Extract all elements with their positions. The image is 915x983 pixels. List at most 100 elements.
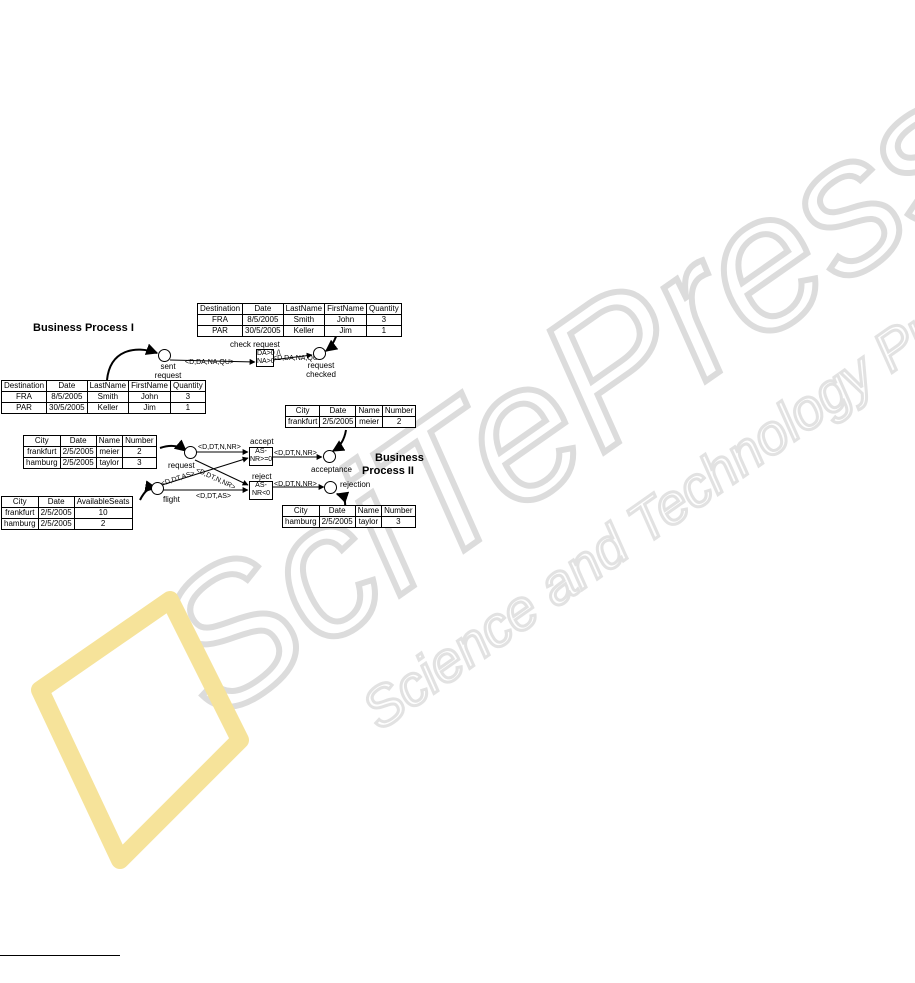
table-header-cell: AvailableSeats <box>73 496 133 508</box>
place-sent-request-label: sent request <box>154 362 182 380</box>
table-cell: 30/5/2005 <box>46 402 88 414</box>
table-row: PAR 30/5/2005 Keller Jim 1 <box>196 325 402 337</box>
table-header-cell: LastName <box>282 303 326 315</box>
place-flight-label: flight <box>163 495 180 504</box>
table-cell: meier <box>95 446 124 458</box>
table-header-cell: Name <box>95 435 124 447</box>
arc-in-label: <D,DA,NA,QU> <box>185 359 235 366</box>
transition-check-request-label: check request <box>230 340 280 349</box>
transition-check-request: DA>0 /\ NA>0 <box>256 349 281 367</box>
place-rejection <box>324 481 337 494</box>
arc-out-label: <D,DA,NA,QU> <box>273 355 323 362</box>
table-header-row: City Date AvailableSeats <box>1 496 133 508</box>
table-header-row: City Date Name Number <box>282 505 416 517</box>
table-header-cell: Date <box>37 496 75 508</box>
table-cell: John <box>128 391 171 403</box>
table-header-cell: City <box>284 405 321 417</box>
bp2-title-line2: Process II <box>362 465 414 477</box>
table-cell: 2 <box>381 416 417 428</box>
arc-accept-out-label: <D,DT,N,NR> <box>274 450 317 457</box>
table-row: frankfurt 2/5/2005 meier 2 <box>23 446 157 458</box>
bp1-title: Business Process I <box>33 322 134 334</box>
place-acceptance <box>323 450 336 463</box>
table-cell: frankfurt <box>284 416 321 428</box>
guard-line: AS- <box>255 448 267 455</box>
table-cell: 1 <box>365 325 402 337</box>
table-cell: hamburg <box>282 516 320 528</box>
table-row: frankfurt 2/5/2005 meier 2 <box>284 416 417 428</box>
bp2-flight-table: City Date AvailableSeats frankfurt 2/5/2… <box>1 496 133 530</box>
place-request-checked-label: request checked <box>306 361 336 379</box>
table-cell: FRA <box>0 391 48 403</box>
table-header-cell: Date <box>319 405 357 417</box>
table-cell: PAR <box>196 325 244 337</box>
table-cell: Keller <box>282 325 326 337</box>
table-header-cell: FirstName <box>128 380 171 392</box>
table-cell: hamburg <box>23 457 61 469</box>
table-header-row: Destination Date LastName FirstName Quan… <box>196 303 402 315</box>
place-sent-request <box>158 349 171 362</box>
place-rejection-label: rejection <box>340 480 371 489</box>
table-cell: 10 <box>73 507 133 519</box>
table-cell: Jim <box>324 325 367 337</box>
table-cell: FRA <box>196 314 244 326</box>
table-cell: Keller <box>86 402 130 414</box>
table-cell: Smith <box>86 391 130 403</box>
table-cell: 2/5/2005 <box>319 416 357 428</box>
arc-reject-out-label: <D,DT,N,NR> <box>274 481 317 488</box>
transition-reject-label: reject <box>252 472 272 481</box>
table-header-cell: City <box>282 505 320 517</box>
table-cell: 3 <box>122 457 157 469</box>
table-row: PAR 30/5/2005 Keller Jim 1 <box>0 402 206 414</box>
table-header-cell: City <box>23 435 61 447</box>
table-header-cell: Quantity <box>365 303 402 315</box>
guard-line: DA>0 /\ <box>257 350 281 357</box>
table-cell: taylor <box>354 516 383 528</box>
place-request <box>184 446 197 459</box>
watermark-emblem <box>31 591 249 869</box>
table-cell: 2/5/2005 <box>59 457 97 469</box>
table-cell: 8/5/2005 <box>46 391 88 403</box>
arc-flight-to-accept <box>161 456 249 486</box>
table-cell: frankfurt <box>1 507 39 519</box>
table-cell: hamburg <box>1 518 39 530</box>
table-cell: frankfurt <box>23 446 61 458</box>
table-cell: 30/5/2005 <box>242 325 284 337</box>
table-cell: 2/5/2005 <box>59 446 97 458</box>
table-cell: 2/5/2005 <box>318 516 356 528</box>
table-header-cell: Number <box>381 405 417 417</box>
table-row: hamburg 2/5/2005 taylor 3 <box>282 516 416 528</box>
bp1-top-table: Destination Date LastName FirstName Quan… <box>196 303 402 337</box>
table-row: hamburg 2/5/2005 2 <box>1 518 133 530</box>
arc-check-to-checked <box>271 352 313 361</box>
guard-line: AS- <box>255 482 267 489</box>
bp2-title-line1: Business <box>375 452 424 464</box>
arc-request-to-reject <box>194 459 249 486</box>
table-header-cell: Number <box>381 505 416 517</box>
arc-acctable-to-acceptance <box>331 429 347 452</box>
transition-accept-label: accept <box>250 437 274 446</box>
table-header-cell: Date <box>46 380 88 392</box>
footnote-rule <box>0 955 120 956</box>
table-header-cell: Destination <box>0 380 48 392</box>
table-cell: PAR <box>0 402 48 414</box>
table-header-row: Destination Date LastName FirstName Quan… <box>0 380 206 392</box>
table-row: FRA 8/5/2005 Smith John 3 <box>196 314 402 326</box>
table-cell: taylor <box>95 457 124 469</box>
table-header-cell: Quantity <box>169 380 206 392</box>
table-header-cell: LastName <box>86 380 130 392</box>
table-header-cell: Date <box>242 303 284 315</box>
table-header-cell: Destination <box>196 303 244 315</box>
table-header-cell: Date <box>318 505 356 517</box>
table-cell: 2 <box>122 446 157 458</box>
table-cell: 8/5/2005 <box>242 314 284 326</box>
table-header-cell: Number <box>122 435 157 447</box>
place-flight <box>151 482 164 495</box>
place-request-checked <box>313 347 326 360</box>
arc-request-accept-label: <D,DT,N,NR> <box>198 444 241 451</box>
table-cell: 1 <box>169 402 206 414</box>
bp2-request-table: City Date Name Number frankfurt 2/5/2005… <box>23 435 157 469</box>
table-cell: meier <box>355 416 383 428</box>
